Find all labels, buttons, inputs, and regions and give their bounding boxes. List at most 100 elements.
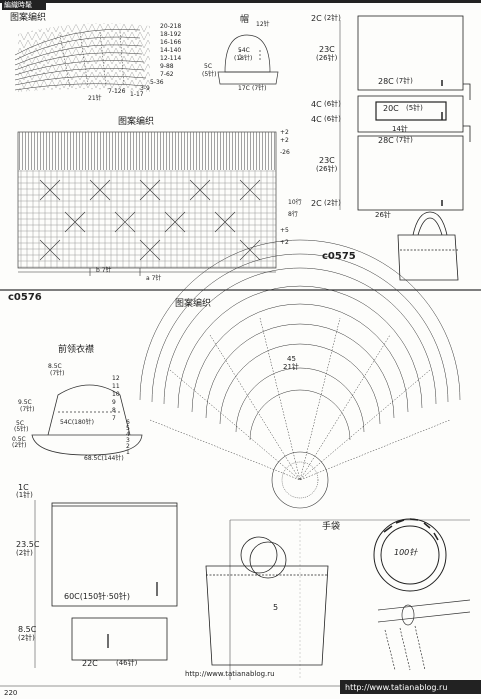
hat-top <box>217 34 279 85</box>
bag-s5: 20C <box>383 104 399 113</box>
hat-bottom <box>31 384 143 456</box>
bag-s1b: (2针) <box>324 14 341 22</box>
bag-s4: 4C <box>311 100 322 109</box>
fan-label-1: 21针 <box>283 363 299 371</box>
arc-count-8: 3-9 <box>140 85 150 92</box>
arc-count-9: 1-17 <box>130 91 144 98</box>
bag-bottom-diagram <box>51 502 178 661</box>
bag-sketch <box>397 211 459 281</box>
grid-mark-6: +2 <box>280 239 289 246</box>
arc-count-1: 18-192 <box>160 31 182 38</box>
code-c0576: c0576 <box>8 292 42 303</box>
bag-s3b: (7针) <box>396 77 413 85</box>
arc-count-5: 9-88 <box>160 63 174 70</box>
arc-row: 21针 <box>88 95 102 102</box>
row-1: 1 <box>126 449 130 456</box>
hat-db: (2针) <box>12 442 27 449</box>
bag-bottom-1: 1C <box>18 483 29 492</box>
bag-s7: 14针 <box>392 125 408 133</box>
hat-bb: (7针) <box>20 406 35 413</box>
bag-bottom-4b: (2针) <box>18 634 35 642</box>
row-4: 4 <box>126 431 130 438</box>
bag-s2: 23C <box>319 45 335 54</box>
grid-mark-0: +2 <box>280 129 289 136</box>
arc-count-3: 14-140 <box>160 47 182 54</box>
row-7: 7 <box>112 415 116 422</box>
arc-count-7: 5-36 <box>150 79 164 86</box>
bag-bottom-4: 8.5C <box>18 625 37 634</box>
pattern-title-1: 图案编织 <box>10 13 47 23</box>
handbag-title: 手袋 <box>322 522 341 532</box>
grid-mark-3: 10行 <box>288 199 302 206</box>
grid-b: b 7针 <box>96 267 112 274</box>
row-2: 2 <box>126 443 130 450</box>
grid-mark-2: -26 <box>280 149 290 156</box>
row-8: 8 <box>112 407 116 414</box>
hat-bottom-b: (7针) <box>252 85 267 92</box>
bag-s4b: (6针) <box>324 100 341 108</box>
fan-label-0: 45 <box>287 355 296 363</box>
chart-grid <box>17 131 277 276</box>
arc-count-4: 12-114 <box>160 55 182 62</box>
hat-e: 54C(180针) <box>60 419 94 426</box>
hat-ab: (7针) <box>50 370 65 377</box>
footer-url-right: http://www.tatianablog.ru <box>345 683 448 692</box>
header-bar <box>0 0 481 3</box>
arc-count-2: 16-166 <box>160 39 182 46</box>
bag-s5b: (5针) <box>406 104 423 112</box>
grid-mark-1: +2 <box>280 137 289 144</box>
arc-fill <box>18 23 150 93</box>
bag-s3: 28C <box>378 77 394 86</box>
row-3: 3 <box>126 437 130 444</box>
bag-bottom-3: 60C(150针·50针) <box>64 592 130 601</box>
bag-bottom-1b: (1针) <box>16 491 33 499</box>
footer-badge-bg <box>340 680 481 694</box>
handbag-sketch <box>205 536 329 666</box>
bag-s8: 28C <box>378 136 394 145</box>
arc-bottom: 7-126 <box>108 88 126 95</box>
header-tab: 編織時髦 <box>4 1 32 9</box>
bag-s2b: (26针) <box>316 54 338 62</box>
hat-d: 0.5C <box>12 436 26 443</box>
row-6: 6 <box>126 419 130 426</box>
bag-s9b: (26针) <box>316 165 338 173</box>
row-9: 9 <box>112 399 116 406</box>
bag-s6b: (6针) <box>324 115 341 123</box>
footer-url-center: http://www.tatianablog.ru <box>185 670 275 678</box>
hat-b: 9.5C <box>18 399 32 406</box>
hat-bottom: 17C <box>238 85 250 92</box>
bag-s9: 23C <box>319 156 335 165</box>
header-tab-bg <box>2 2 46 10</box>
ring-label: 100针 <box>394 548 418 557</box>
c0576-pattern-title: 图案编织 <box>175 299 212 309</box>
arc-count-0: 20-218 <box>160 23 182 30</box>
bag-s6: 4C <box>311 115 322 124</box>
handbag-num: 5 <box>273 603 279 612</box>
arc-count-6: 7-62 <box>160 71 174 78</box>
bag-s1: 2C <box>311 14 322 23</box>
row-12: 12 <box>112 375 120 382</box>
bag-bottom-5: 22C <box>82 659 98 668</box>
bag-bottom-5b: (46针) <box>116 659 138 667</box>
bag-s10: 2C <box>311 199 322 208</box>
ring-diagram <box>373 518 447 592</box>
fan-pattern <box>139 239 461 481</box>
hat-c: 5C <box>16 420 25 427</box>
code-c0575: c0575 <box>322 251 356 262</box>
hat-left-2: (5针) <box>202 71 217 78</box>
hat-side-a: 54C <box>238 47 250 54</box>
row-10: 10 <box>112 391 120 398</box>
hat-a: 8.5C <box>48 363 62 370</box>
hat-title: 帽 <box>240 15 250 25</box>
row-11: 11 <box>112 383 120 390</box>
grid-a: a 7针 <box>146 275 162 282</box>
collar-title: 前领衣襟 <box>58 345 95 355</box>
grid-mark-4: 8行 <box>288 211 298 218</box>
pattern-title-2: 图案编织 <box>118 117 155 127</box>
bag-s8b: (7针) <box>396 136 413 144</box>
page-number: 220 <box>4 689 18 697</box>
bag-bottom-2: 23.5C <box>16 540 40 549</box>
bag-s11: 26针 <box>375 211 391 219</box>
